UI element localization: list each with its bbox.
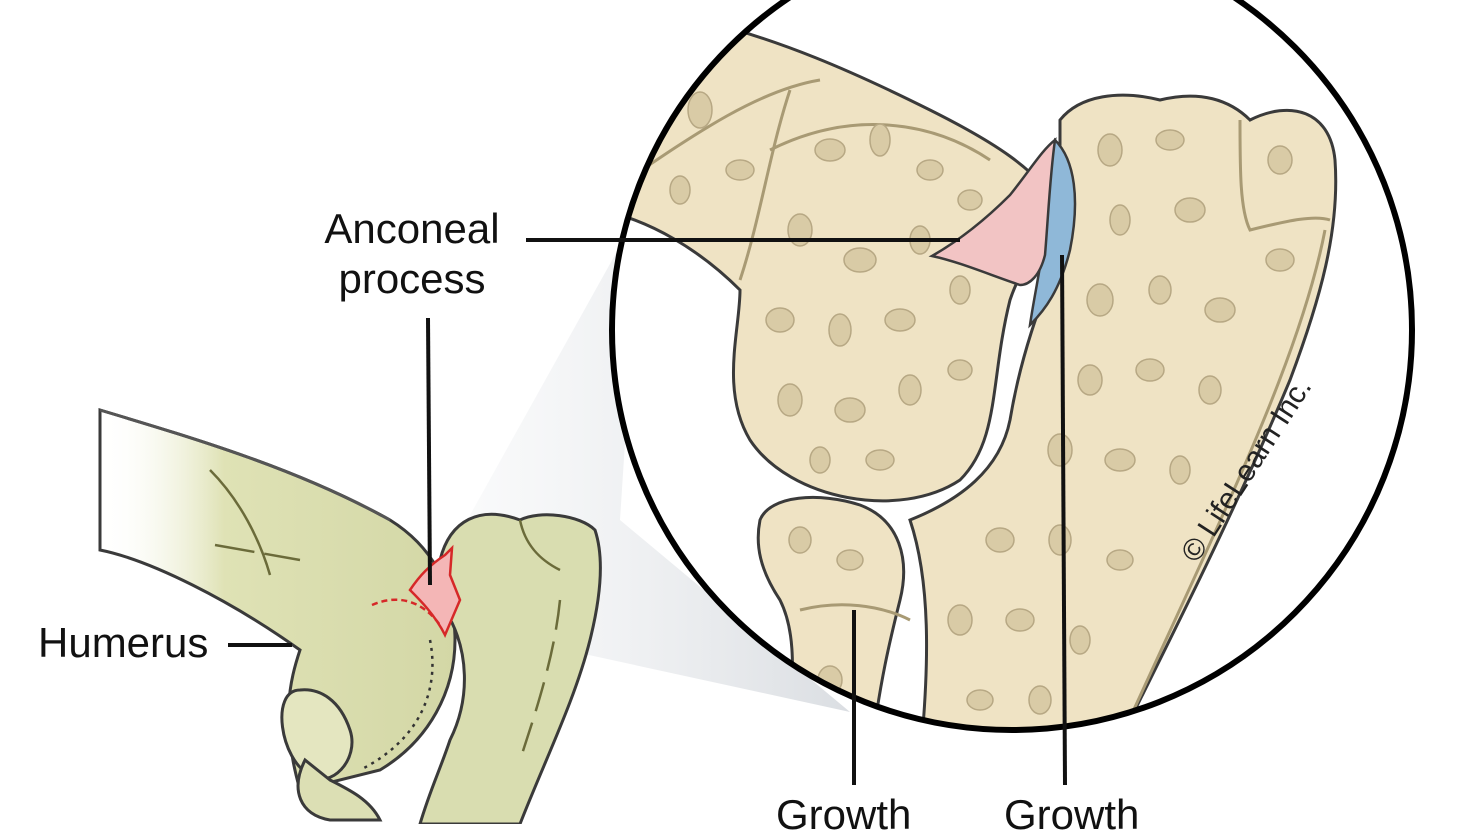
growth-label-right: Growth [1004,791,1140,838]
anconeal-process-highlight [408,544,462,638]
magnified-view [609,0,1415,733]
anconeal-label-line1: Anconeal [324,205,500,252]
humeral-condyle [280,688,354,781]
growth-label-left: Growth [776,791,912,838]
ulna-bone [418,512,602,824]
leader-lines [228,238,1067,786]
leader-anconeal-vertical [426,317,432,586]
humerus-label: Humerus [38,619,209,666]
anconeal-process [928,137,1057,287]
humerus-section [612,18,1062,503]
ulna-section [908,93,1338,730]
anconeal-process-label: Anconeal process [318,204,506,303]
leader-growth-right [1060,254,1067,786]
magnified-view-border [609,0,1415,733]
elbow-overview [98,407,602,824]
anconeal-label-line2: process [338,254,486,302]
